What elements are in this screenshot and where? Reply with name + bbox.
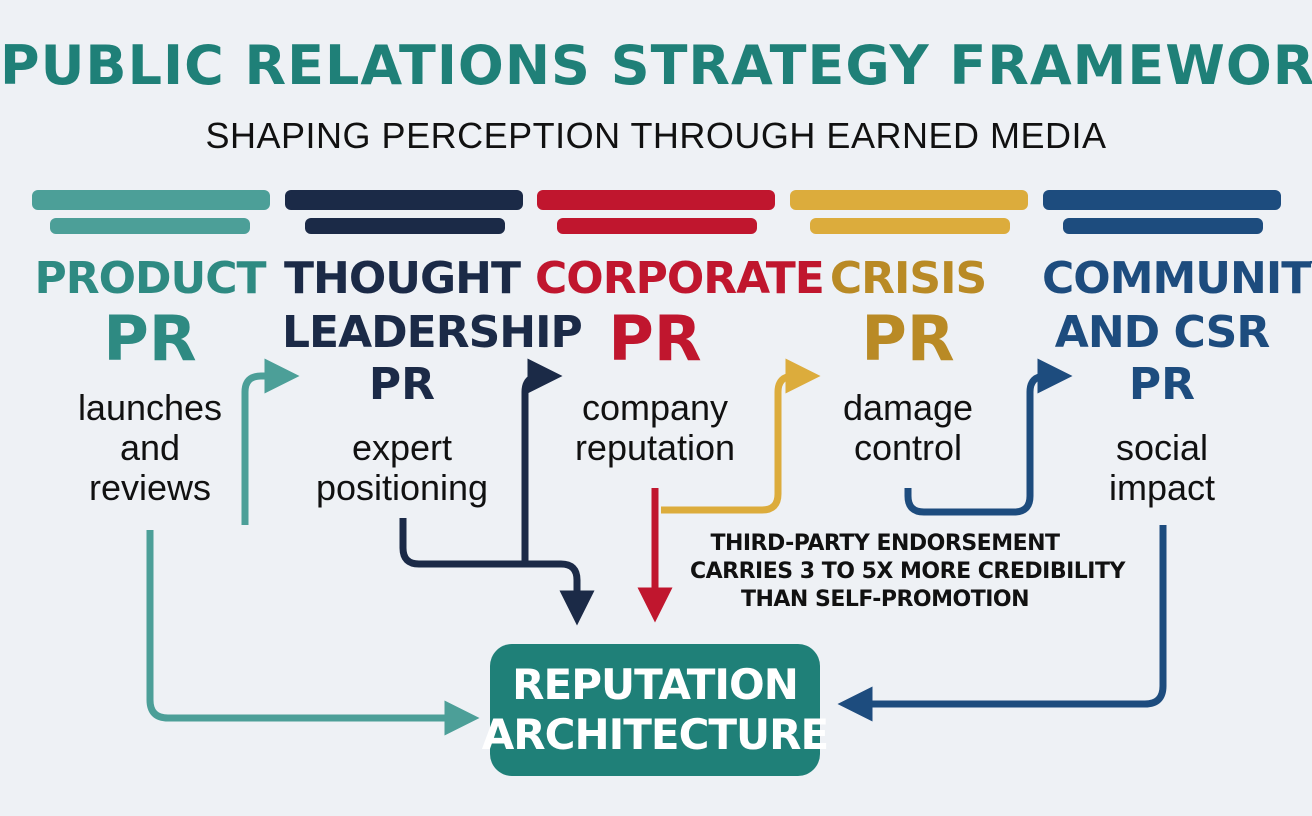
column-title-line: AND CSR [1054,307,1270,358]
column-desc-line: social [1115,427,1209,468]
column-corporate-pr: CORPORATE PR company reputation [535,252,825,468]
column-desc-line: impact [1108,467,1216,508]
column-pr-label: PR [861,302,955,375]
column-title-line: CORPORATE [535,253,825,304]
column-title-line: PRODUCT [34,253,266,304]
column-product-pr: PRODUCT PR launches and reviews [30,252,270,508]
center-box-line: REPUTATION [512,660,799,709]
page-subtitle: SHAPING PERCEPTION THROUGH EARNED MEDIA [205,115,1107,156]
column-desc-line: damage [842,387,974,428]
column-title-line: THOUGHT [284,253,521,304]
reputation-architecture-box: REPUTATION ARCHITECTURE [482,644,829,776]
column-pr-label: PR [103,302,197,375]
corporate-header-bar-bottom [557,218,757,234]
center-box-line: ARCHITECTURE [481,710,829,759]
note-line: THAN SELF-PROMOTION [740,587,1030,612]
product-header-bar-top [32,190,270,210]
note-line: CARRIES 3 TO 5X MORE CREDIBILITY [690,559,1125,584]
product-to-thought-arrow [241,358,300,525]
column-pr-label: PR [1128,359,1196,410]
crisis-header-bar-bottom [810,218,1010,234]
column-desc-line: positioning [315,467,489,508]
column-community-csr-pr: COMMUNITY AND CSR PR social impact [1042,252,1312,508]
column-title-line: LEADERSHIP [282,307,583,358]
community-header-bar-top [1043,190,1281,210]
page-title: PUBLIC RELATIONS STRATEGY FRAMEWORK [0,34,1312,97]
column-desc-line: and [119,427,181,468]
column-thought-leadership-pr: THOUGHT LEADERSHIP PR expert positioning [282,252,583,508]
column-crisis-pr: CRISIS PR damage control [788,252,1028,468]
column-desc-line: company [581,387,729,428]
crisis-header-bar-top [790,190,1028,210]
column-pr-label: PR [368,359,436,410]
column-desc-line: reputation [574,427,736,468]
thought-to-corporate-arrow [521,358,563,562]
corporate-to-crisis-arrow [661,358,821,514]
column-desc-line: reviews [88,467,212,508]
crisis-to-community-arrow [904,358,1073,516]
column-title-line: COMMUNITY [1042,253,1312,304]
thought-header-bar-top [285,190,523,210]
corporate-header-bar-top [537,190,775,210]
column-title-line: CRISIS [829,253,987,304]
credibility-note: THIRD-PARTY ENDORSEMENT CARRIES 3 TO 5X … [690,530,1125,614]
thought-to-center-arrow [399,518,595,626]
note-line: THIRD-PARTY ENDORSEMENT [710,531,1060,556]
column-desc-line: control [853,427,963,468]
column-desc-line: launches [77,387,223,428]
product-to-center-arrow [146,530,480,736]
community-to-center-arrow [837,525,1167,722]
column-desc-line: expert [351,427,453,468]
product-header-bar-bottom [50,218,250,234]
community-header-bar-bottom [1063,218,1263,234]
thought-header-bar-bottom [305,218,505,234]
column-pr-label: PR [608,302,702,375]
